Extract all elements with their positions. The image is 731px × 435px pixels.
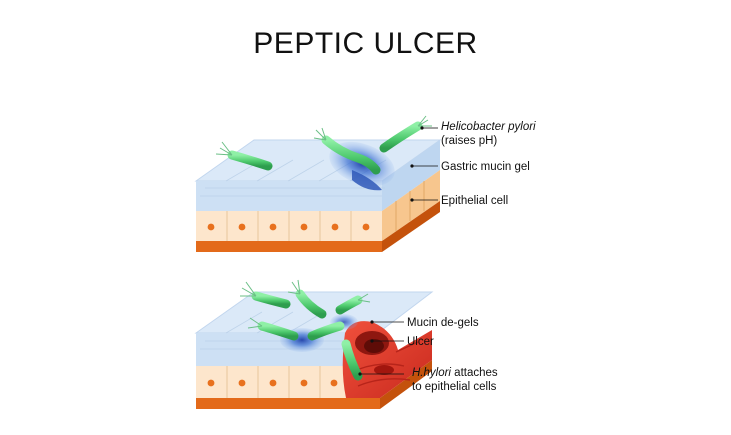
nucleus — [238, 223, 246, 231]
label-helicobacter: Helicobacter pylori — [441, 121, 536, 133]
nucleus — [362, 223, 370, 231]
ulcer-crater-inner — [364, 339, 384, 353]
mucin-gel-side — [382, 140, 440, 211]
nucleus — [300, 379, 308, 387]
nucleus — [207, 223, 215, 231]
nucleus — [207, 379, 215, 387]
cell-nuclei — [207, 223, 370, 231]
epithelial-cell-row — [226, 211, 352, 241]
nucleus — [331, 223, 339, 231]
helicobacter-bacterium — [240, 281, 291, 309]
label-attaches: H.hylori attaches — [412, 367, 498, 379]
label-attaches-line2: to epithelial cells — [412, 381, 497, 393]
helicobacter-bacterium — [287, 279, 327, 319]
nucleus — [238, 379, 246, 387]
page-title: PEPTIC ULCER — [253, 27, 478, 60]
helicobacter-bacterium — [307, 321, 345, 341]
top-labels: Helicobacter pylori (raises pH) Gastric … — [410, 121, 536, 207]
label-epithelial-cell: Epithelial cell — [441, 195, 508, 207]
nucleus — [330, 379, 338, 387]
label-raises-ph: (raises pH) — [441, 135, 497, 147]
nucleus — [300, 223, 308, 231]
nucleus — [269, 223, 277, 231]
top-block — [194, 115, 442, 252]
helicobacter-bacterium — [247, 317, 299, 341]
label-attaches-species: H.hylori — [412, 367, 451, 379]
basement-layer-side — [382, 201, 440, 252]
basement-layer-front — [196, 398, 380, 409]
helicobacter-bacterium — [341, 339, 363, 381]
helicobacter-bacterium — [379, 115, 432, 153]
side-cell-lines — [395, 181, 425, 231]
bottom-block — [194, 279, 434, 409]
nucleus — [269, 379, 277, 387]
helicobacter-bacterium — [215, 141, 273, 171]
epithelial-cell-row — [226, 366, 321, 398]
helicobacter-bacterium — [335, 293, 371, 315]
label-mucin-gel: Gastric mucin gel — [441, 161, 530, 173]
cell-nuclei — [207, 379, 338, 387]
helicobacter-bacterium — [313, 127, 381, 175]
basement-layer-front — [196, 241, 382, 252]
label-ulcer: Ulcer — [407, 336, 434, 348]
cell-grid-under-mucin — [200, 159, 387, 197]
label-attaches-verb: attaches — [451, 367, 498, 379]
label-mucin-degels: Mucin de-gels — [407, 317, 479, 329]
ulcer-hole — [374, 365, 394, 375]
bottom-labels: Mucin de-gels Ulcer H.hylori attaches to… — [358, 317, 498, 393]
ph-raise-drip — [352, 170, 382, 191]
basement-layer-side — [380, 360, 432, 409]
